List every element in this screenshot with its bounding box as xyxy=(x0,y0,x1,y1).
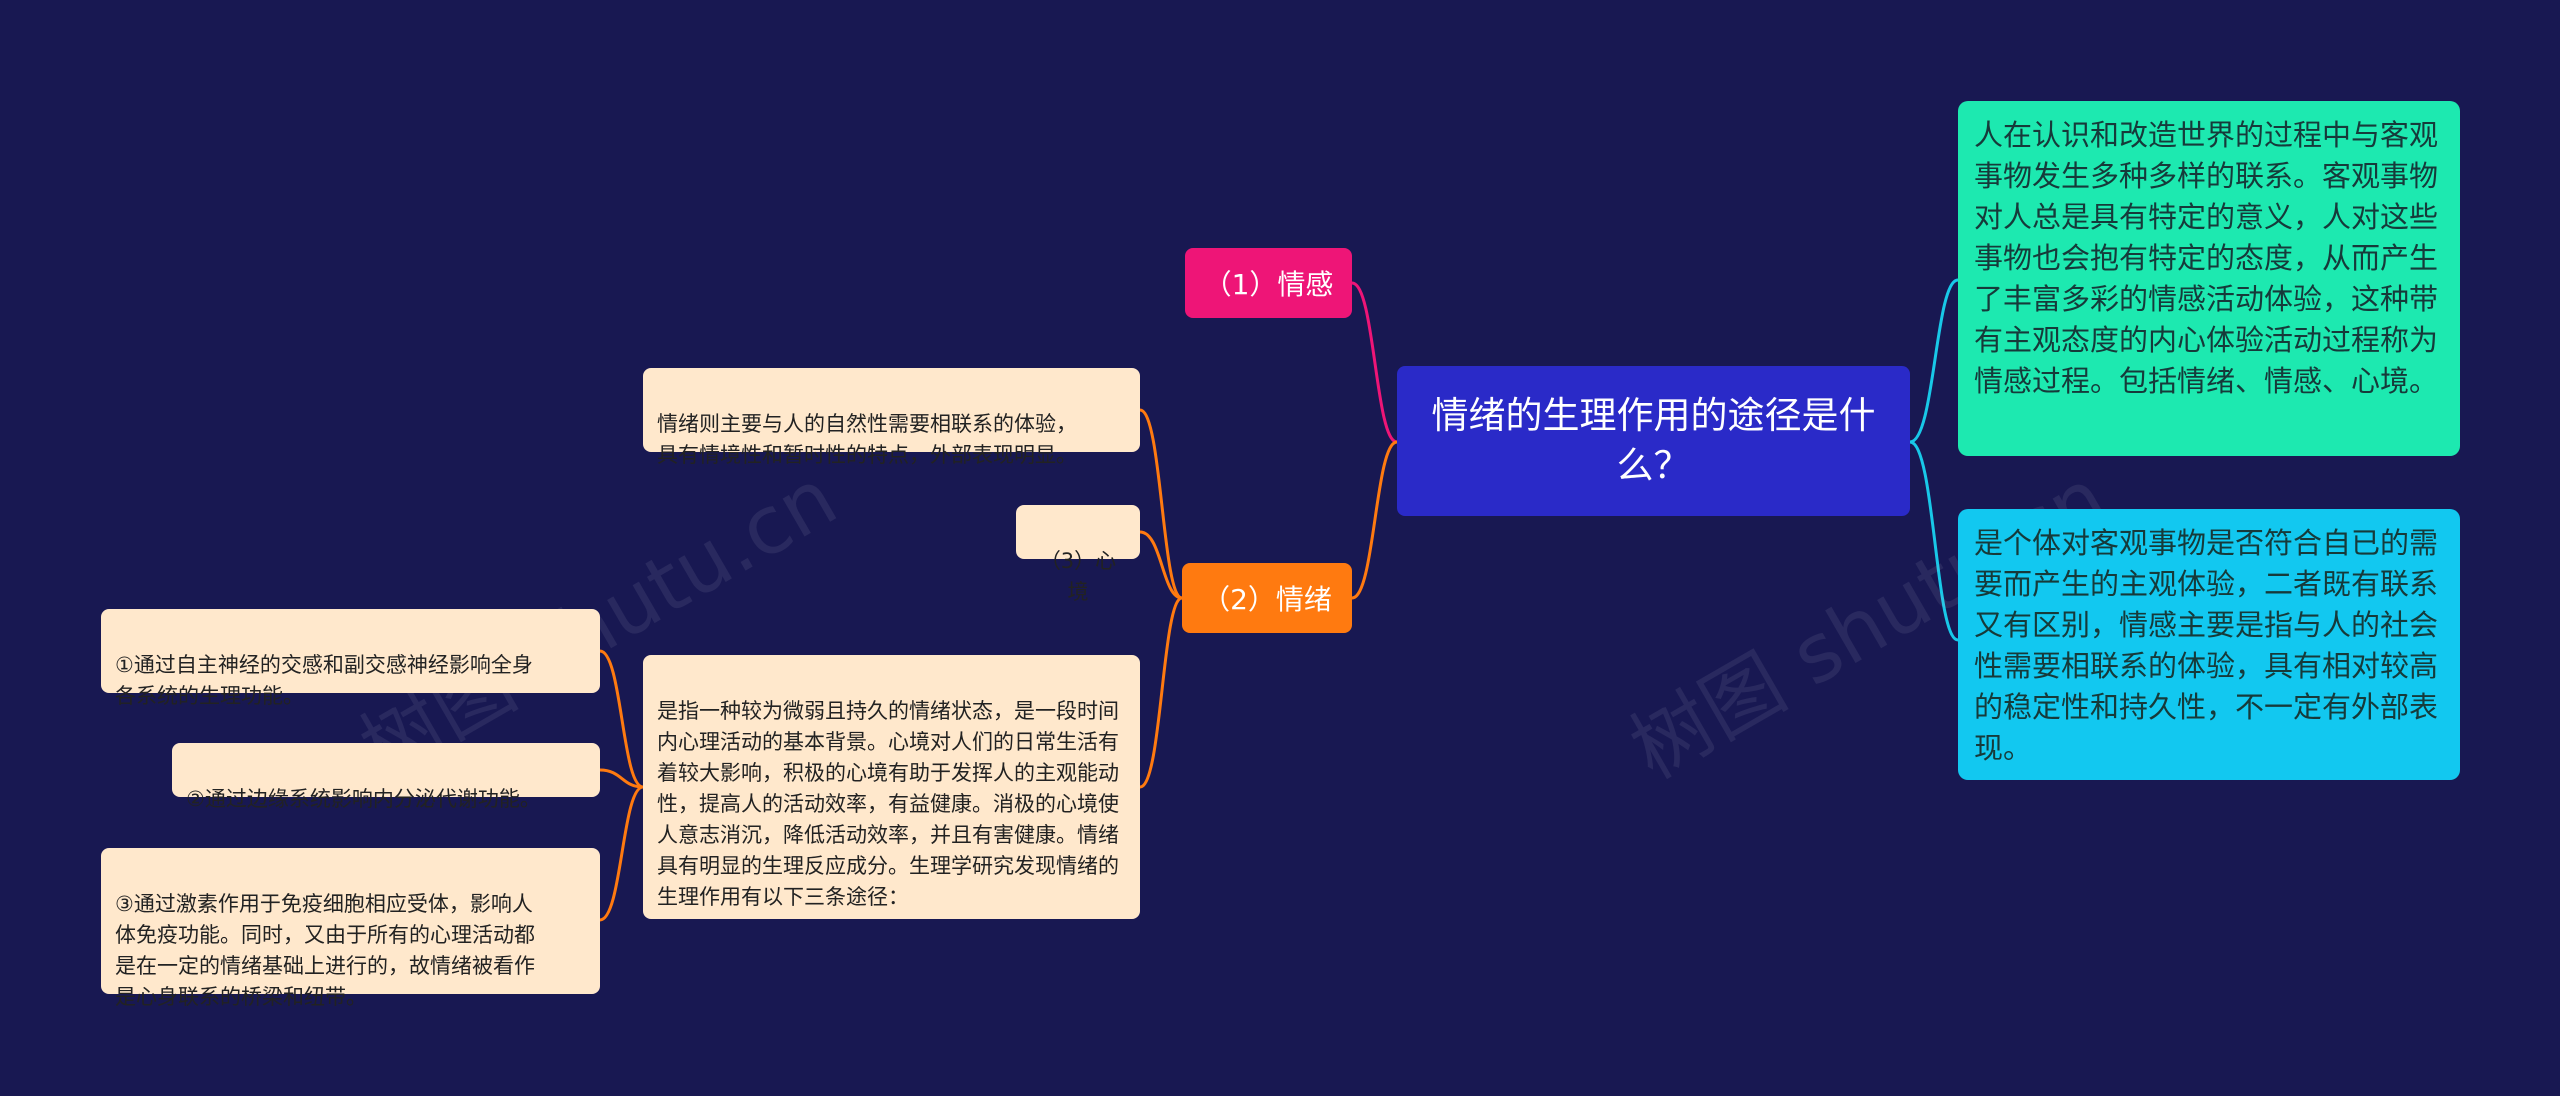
root-title: 情绪的生理作用的途径是什么？ xyxy=(1431,394,1876,487)
emotion-description-text: 情绪则主要与人的自然性需要相联系的体验， 具有情境性和暂时性的特点，外部表现明显… xyxy=(657,412,1077,467)
mood-description[interactable]: 是指一种较为微弱且持久的情绪状态，是一段时间内心理活动的基本背景。心境对人们的日… xyxy=(643,655,1140,919)
right-node-1[interactable]: 人在认识和改造世界的过程中与客观事物发生多种多样的联系。客观事物对人总是具有特定… xyxy=(1958,101,2460,456)
pathway-1-text: ①通过自主神经的交感和副交感神经影响全身 各系统的生理功能。 xyxy=(115,653,533,708)
mood-label-node[interactable]: （3）心境 xyxy=(1016,505,1140,604)
mood-label-text: （3）心境 xyxy=(1039,549,1117,604)
root-node[interactable]: 情绪的生理作用的途径是什么？ xyxy=(1397,366,1910,516)
mood-description-text: 是指一种较为微弱且持久的情绪状态，是一段时间内心理活动的基本背景。心境对人们的日… xyxy=(657,699,1119,909)
pathway-1[interactable]: ①通过自主神经的交感和副交感神经影响全身 各系统的生理功能。 xyxy=(101,609,600,708)
pathway-2-text: ②通过边缘系统影响内分泌代谢功能。 xyxy=(186,787,541,811)
right-node-2[interactable]: 是个体对客观事物是否符合自已的需要而产生的主观体验，二者既有联系又有区别，情感主… xyxy=(1958,509,2460,780)
emotion-description[interactable]: 情绪则主要与人的自然性需要相联系的体验， 具有情境性和暂时性的特点，外部表现明显… xyxy=(643,368,1140,467)
pathway-2[interactable]: ②通过边缘系统影响内分泌代谢功能。 xyxy=(172,743,600,811)
pathway-3[interactable]: ③通过激素作用于免疫细胞相应受体，影响人 体免疫功能。同时，又由于所有的心理活动… xyxy=(101,848,600,1009)
category-emotion-label: （2）情绪 xyxy=(1202,583,1332,616)
category-emotion-feeling-label: （1）情感 xyxy=(1203,268,1334,301)
right-node-2-text: 是个体对客观事物是否符合自已的需要而产生的主观体验，二者既有联系又有区别，情感主… xyxy=(1974,526,2439,765)
right-node-1-text: 人在认识和改造世界的过程中与客观事物发生多种多样的联系。客观事物对人总是具有特定… xyxy=(1974,118,2439,398)
pathway-3-text: ③通过激素作用于免疫细胞相应受体，影响人 体免疫功能。同时，又由于所有的心理活动… xyxy=(115,892,535,1009)
category-emotion[interactable]: （2）情绪 xyxy=(1182,563,1352,633)
category-emotion-feeling[interactable]: （1）情感 xyxy=(1185,248,1352,318)
